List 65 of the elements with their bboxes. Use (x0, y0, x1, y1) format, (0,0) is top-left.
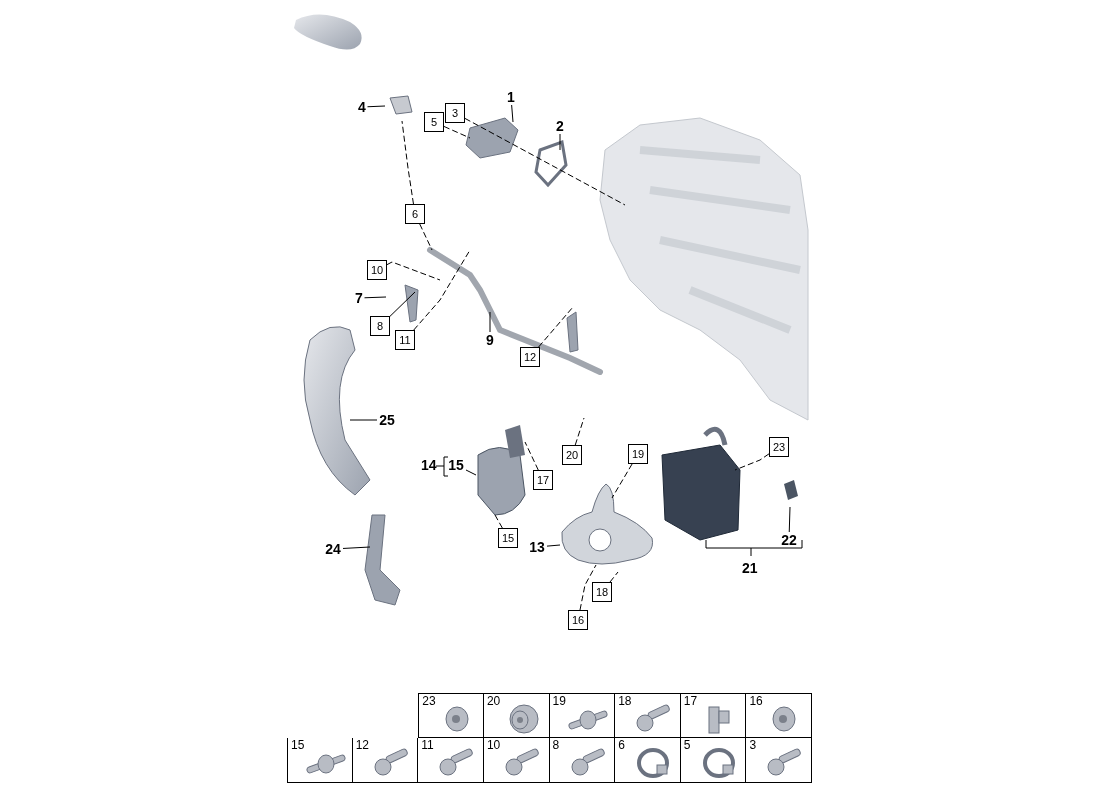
callout-box: 5 (424, 112, 444, 132)
leader-line (546, 544, 561, 547)
callout-box: 20 (562, 445, 582, 465)
leader-line (419, 223, 433, 251)
callout-box: 6 (405, 204, 425, 224)
leader-line (349, 419, 378, 421)
callout-box: 15 (498, 528, 518, 548)
callout-box: 18 (592, 582, 612, 602)
callout-number: 1 (505, 89, 517, 105)
callout-box: 8 (370, 316, 390, 336)
leader-line (574, 417, 585, 446)
leader-line (734, 453, 770, 471)
part-number: 19 (552, 695, 566, 707)
part-number: 18 (618, 695, 632, 707)
part-number: 10 (486, 739, 501, 751)
leader-line (413, 249, 471, 331)
leader-line (579, 564, 597, 611)
leader-line (788, 506, 791, 533)
part-number: 17 (683, 695, 698, 707)
leader-line (386, 261, 441, 281)
part-number: 12 (355, 739, 369, 751)
callout-number: 14 (421, 458, 437, 472)
part-number: 15 (291, 739, 305, 751)
leader-line (489, 311, 491, 333)
leader-line (511, 104, 514, 123)
part-number: 11 (421, 739, 434, 751)
callout-box: 19 (628, 444, 648, 464)
callout-box: 16 (568, 610, 588, 630)
callout-number: 22 (779, 532, 799, 548)
leader-line (464, 117, 626, 206)
callout-box: 23 (769, 437, 789, 457)
leader-line (364, 296, 387, 299)
leader-line (367, 105, 386, 108)
callout-box: 10 (367, 260, 387, 280)
callout-number: 13 (527, 539, 547, 555)
leader-line (611, 463, 633, 499)
leader-line (389, 291, 416, 317)
part-number: 23 (422, 695, 436, 707)
part-number: 5 (683, 739, 691, 751)
part-number: 16 (749, 695, 763, 707)
part-number: 8 (552, 739, 560, 751)
leader-line (443, 125, 471, 139)
callout-number: 15 (446, 457, 466, 473)
part-number: 3 (749, 739, 757, 751)
leader-line (609, 571, 619, 583)
callout-box: 11 (395, 330, 415, 350)
callout-box: 17 (533, 470, 553, 490)
leader-line (401, 120, 414, 205)
part-number: 6 (618, 739, 625, 751)
callout-number: 21 (742, 561, 758, 575)
callout-number: 4 (356, 99, 368, 115)
leader-line (342, 546, 371, 549)
leader-line (538, 306, 574, 348)
callout-number: 9 (484, 332, 496, 348)
callout-number: 24 (323, 541, 343, 557)
callout-number: 2 (554, 118, 566, 134)
leader-line (524, 441, 539, 471)
leader-line (494, 514, 503, 529)
part-number: 20 (486, 695, 501, 707)
leader-line (465, 469, 477, 476)
callout-number: 7 (353, 290, 365, 306)
callout-box: 3 (445, 103, 465, 123)
leader-line (559, 133, 561, 151)
callout-number: 25 (377, 412, 397, 428)
callout-box: 12 (520, 347, 540, 367)
